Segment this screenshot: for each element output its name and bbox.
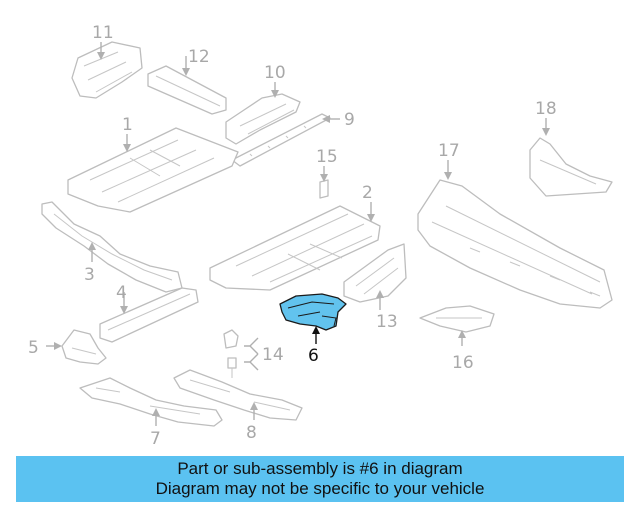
arrow-6 (312, 326, 320, 334)
arrow-12 (182, 68, 190, 76)
callout-6: 6 (308, 346, 319, 366)
callout-7: 7 (150, 429, 161, 449)
arrow-10 (271, 90, 279, 98)
arrow-5 (54, 342, 62, 350)
info-banner: Part or sub-assembly is #6 in diagram Di… (16, 456, 624, 502)
part-6-body[interactable] (279, 293, 347, 331)
arrow-9 (322, 115, 330, 123)
part-4[interactable] (99, 287, 199, 343)
part-16[interactable] (419, 305, 495, 333)
parts-diagram: 11 12 10 9 1 15 2 (28, 23, 613, 449)
callout-11: 11 (92, 23, 114, 43)
arrow-1 (123, 144, 131, 152)
part-1[interactable] (67, 127, 239, 213)
part-11[interactable] (71, 41, 143, 99)
callout-4: 4 (116, 283, 127, 303)
part-13[interactable] (343, 243, 407, 303)
arrow-4 (120, 306, 128, 314)
callout-9: 9 (344, 110, 355, 130)
arrow-15 (320, 174, 328, 182)
banner-line-1: Part or sub-assembly is #6 in diagram (177, 459, 463, 478)
arrow-3 (88, 242, 96, 250)
part-3[interactable] (41, 201, 183, 293)
callout-14: 14 (262, 345, 284, 365)
part-12[interactable] (147, 65, 227, 115)
part-8[interactable] (173, 369, 303, 421)
callout-3: 3 (84, 265, 95, 285)
callout-18: 18 (535, 99, 557, 119)
part-15[interactable] (319, 179, 329, 199)
leader-14 (244, 337, 259, 371)
callout-12: 12 (188, 47, 210, 67)
part-18[interactable] (529, 137, 613, 197)
arrow-16 (458, 330, 466, 338)
banner-line-2: Diagram may not be specific to your vehi… (155, 479, 485, 498)
arrow-2 (367, 214, 375, 222)
part-10[interactable] (225, 93, 301, 145)
callout-16: 16 (452, 353, 474, 373)
arrow-18 (542, 128, 550, 136)
part-7[interactable] (79, 377, 223, 427)
arrow-8 (250, 402, 258, 410)
part-2[interactable] (209, 205, 381, 291)
callout-8: 8 (246, 423, 257, 443)
arrow-13 (376, 290, 384, 298)
callout-5: 5 (28, 338, 39, 358)
callout-10: 10 (264, 63, 286, 83)
callout-13: 13 (376, 312, 398, 332)
callout-17: 17 (438, 141, 460, 161)
arrow-7 (152, 408, 160, 416)
part-5[interactable] (61, 329, 107, 365)
arrow-11 (97, 52, 105, 60)
callout-2: 2 (362, 183, 373, 203)
callout-1: 1 (122, 115, 133, 135)
part-6-highlighted[interactable] (279, 293, 347, 331)
callout-15: 15 (316, 147, 338, 167)
part-17[interactable] (417, 179, 613, 309)
arrow-17 (444, 172, 452, 180)
part-14[interactable] (223, 329, 239, 378)
